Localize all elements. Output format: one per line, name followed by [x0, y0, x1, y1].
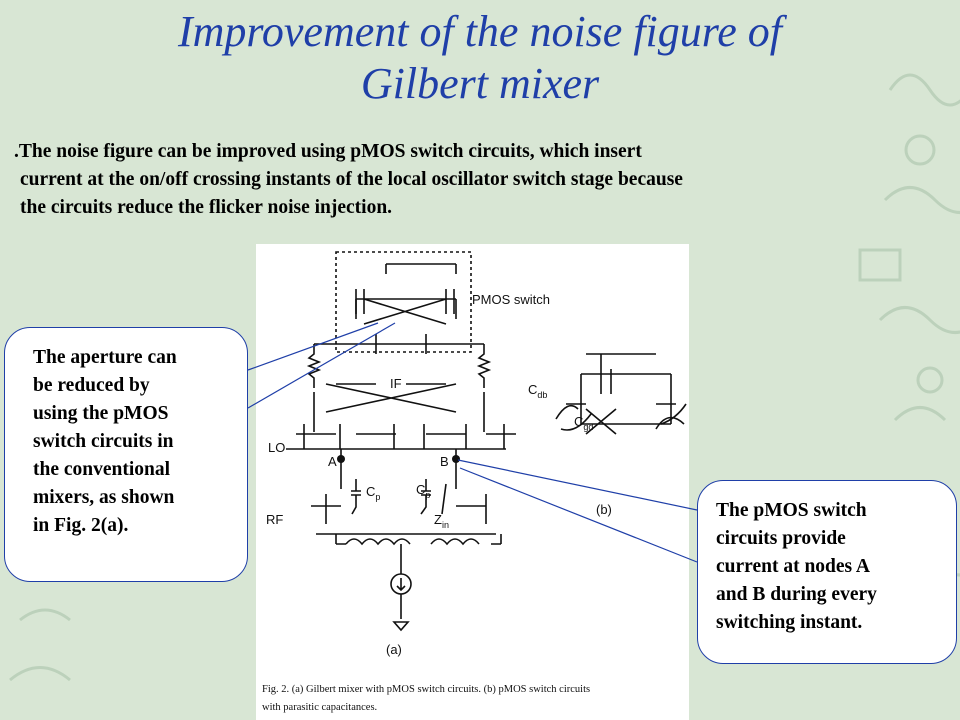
label-rf: RF: [266, 512, 283, 527]
callout-right-line: current at nodes A: [716, 556, 871, 577]
load-resistor-left: [306, 344, 322, 388]
callout-pmos-current: The pMOS switch circuits provide current…: [697, 480, 957, 664]
callout-left-line: be reduced by: [33, 375, 150, 396]
callout-left-line: in Fig. 2(a).: [33, 515, 129, 536]
callout-left-line: the conventional: [33, 459, 171, 480]
callout-right-line: The pMOS switch: [716, 500, 867, 521]
circuit-diagram: PMOS switch IF LO A B RF Cp Cp Zin Cdb C…: [262, 251, 687, 713]
callout-right-line: and B during every: [716, 584, 877, 605]
title-line-2: Gilbert mixer: [360, 59, 600, 108]
label-cdb: Cdb: [528, 382, 547, 400]
slide-title: Improvement of the noise figure of Gilbe…: [0, 6, 960, 110]
callout-right-line: switching instant.: [716, 612, 863, 633]
label-cp-right: Cp: [416, 482, 430, 500]
pmos-switch-box: [335, 251, 472, 353]
bullet-marker: .: [14, 141, 19, 162]
label-if: IF: [390, 376, 402, 391]
label-fig-a: (a): [386, 642, 402, 657]
callout-right-line: circuits provide: [716, 528, 846, 549]
body-paragraph: .The noise figure can be improved using …: [14, 138, 944, 222]
callout-left-line: switch circuits in: [33, 431, 174, 452]
label-fig-b: (b): [596, 502, 612, 517]
figure-caption-line-2: with parasitic capacitances.: [262, 702, 377, 713]
title-line-1: Improvement of the noise figure of: [177, 7, 783, 56]
label-node-a: A: [328, 454, 337, 469]
body-line-1-text: The noise figure can be improved using p…: [18, 141, 642, 162]
callout-left-line: The aperture can: [33, 347, 177, 368]
callout-aperture: The aperture can be reduced by using the…: [4, 327, 248, 582]
label-lo: LO: [268, 440, 285, 455]
label-cp-left: Cp: [366, 484, 380, 502]
label-zin: Zin: [434, 512, 449, 530]
circuit-figure: PMOS switch IF LO A B RF Cp Cp Zin Cdb C…: [256, 244, 689, 720]
body-line-1: .The noise figure can be improved using …: [14, 138, 944, 166]
load-resistor-right: [476, 344, 492, 388]
callout-left-line: using the pMOS: [33, 403, 169, 424]
label-node-b: B: [440, 454, 449, 469]
node-b-dot: [452, 455, 460, 463]
body-line-3: the circuits reduce the flicker noise in…: [20, 197, 393, 218]
node-a-dot: [337, 455, 345, 463]
label-cgd: Cgd: [574, 414, 593, 432]
figure-caption-line-1: Fig. 2. (a) Gilbert mixer with pMOS swit…: [262, 684, 590, 695]
body-line-2: current at the on/off crossing instants …: [20, 169, 683, 190]
degeneration-inductor: [345, 538, 480, 546]
label-pmos-switch: PMOS switch: [472, 292, 550, 307]
callout-left-line: mixers, as shown: [33, 487, 175, 508]
